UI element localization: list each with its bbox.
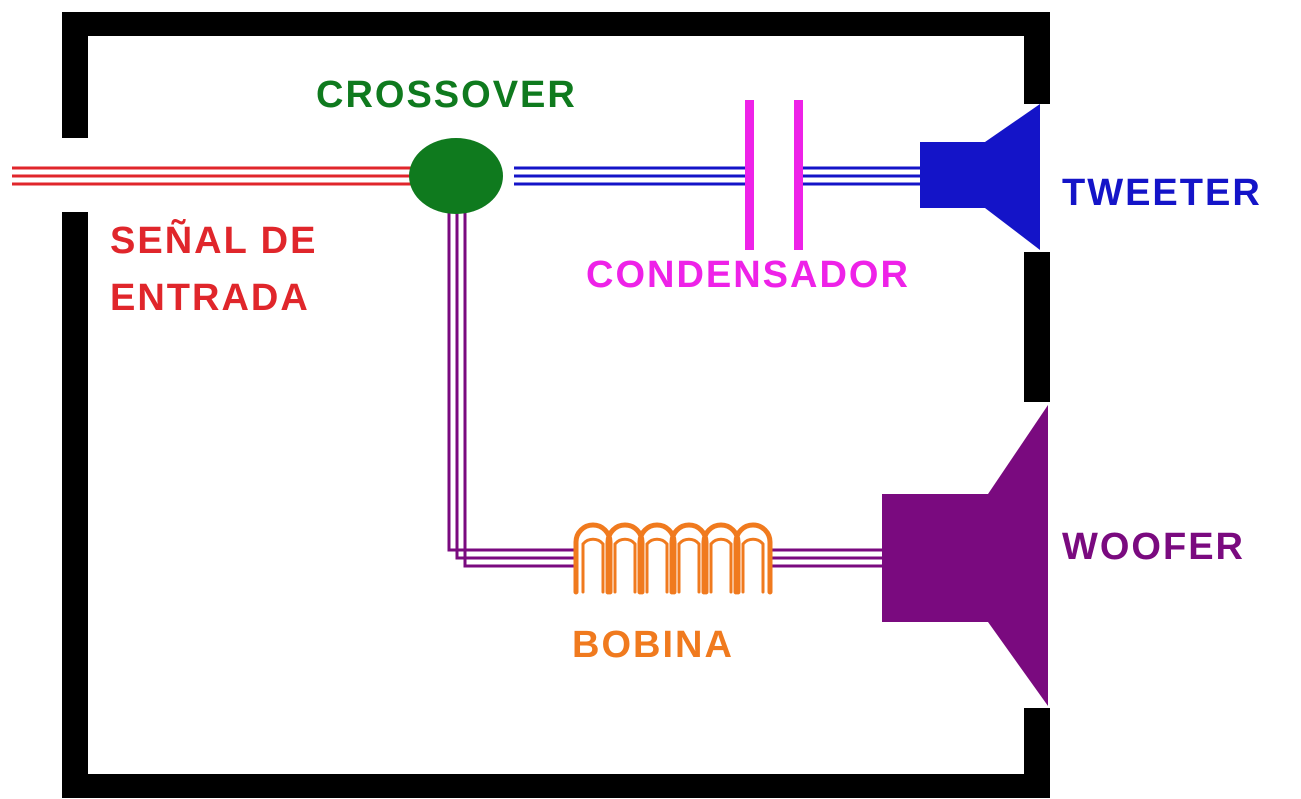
capacitor-label: CONDENSADOR [586,254,910,296]
capacitor-plate-right [794,100,803,250]
enclosure-right-wall-top [1024,12,1050,104]
tweeter-label: TWEETER [1062,172,1262,214]
enclosure-top-wall [62,12,1050,36]
tweeter-wire [514,166,922,186]
crossover-node [409,138,503,214]
coil-symbol [573,522,773,595]
woofer-speaker-icon [882,405,1048,706]
capacitor-plate-left [745,100,754,250]
enclosure-right-wall-middle [1024,252,1050,402]
woofer-wire [447,205,884,568]
input-signal-wire [12,166,412,186]
input-signal-label: SEÑAL DE ENTRADA [110,213,317,327]
crossover-label: CROSSOVER [316,74,577,116]
enclosure-bottom-wall [62,774,1050,798]
enclosure-left-wall-upper [62,12,88,138]
input-signal-label-line2: ENTRADA [110,277,310,319]
coil-label: BOBINA [572,624,734,666]
enclosure-left-wall-lower [62,212,88,798]
enclosure [62,12,1050,798]
enclosure-right-wall-bottom [1024,708,1050,798]
woofer-label: WOOFER [1062,526,1245,568]
input-signal-label-line1: SEÑAL DE [110,220,318,262]
tweeter-speaker-icon [920,104,1040,250]
capacitor-symbol [745,100,803,250]
